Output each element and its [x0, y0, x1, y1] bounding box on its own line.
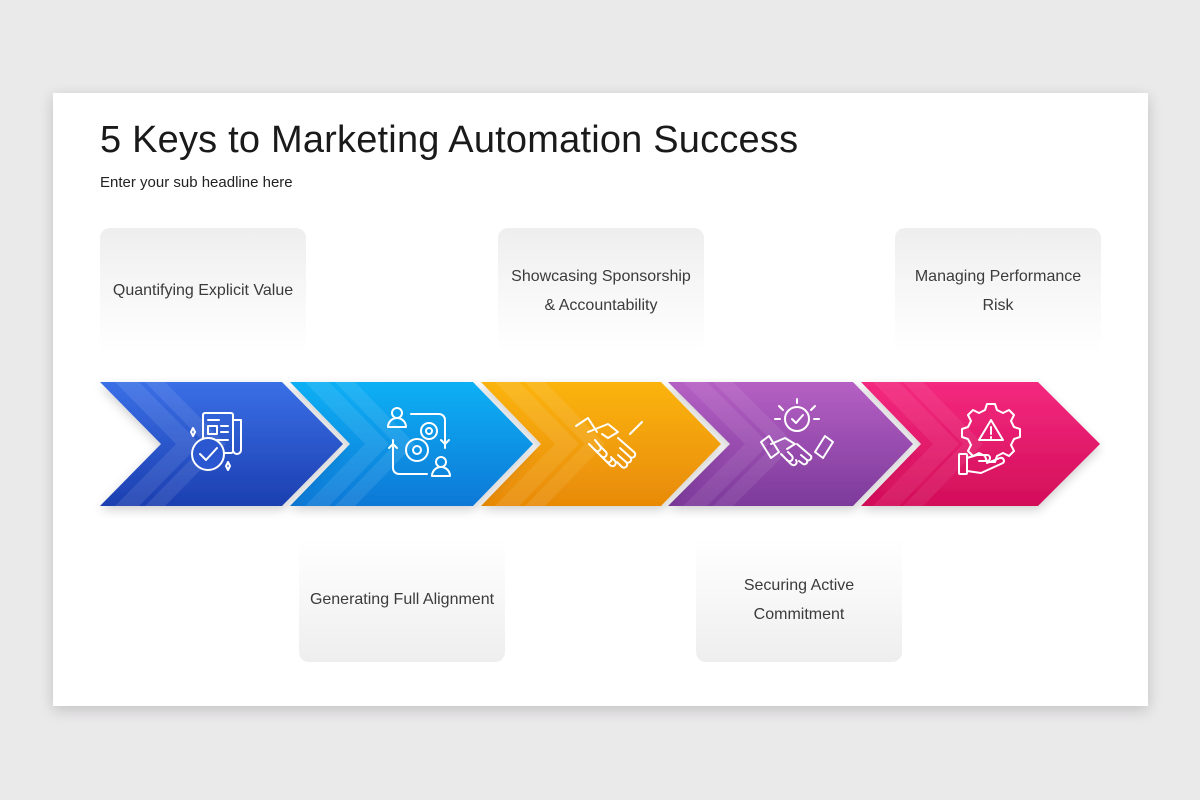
process-arrow [100, 382, 1100, 506]
slide-title: 5 Keys to Marketing Automation Success [100, 119, 799, 161]
slide-subtitle: Enter your sub headline here [100, 174, 293, 191]
step-label-3: Showcasing Sponsorship & Accountability [511, 267, 691, 314]
chevron-step-3 [481, 382, 721, 506]
step-label-1: Quantifying Explicit Value [112, 282, 294, 299]
gear-warning-hand-icon [958, 403, 1021, 475]
step-card-1: Quantifying Explicit Value [100, 228, 306, 353]
chevron-step-4 [668, 382, 913, 506]
chevron-step-5 [861, 382, 1100, 506]
chevron-step-2 [290, 382, 533, 506]
slide: 5 Keys to Marketing Automation Success E… [53, 93, 1148, 706]
document-checkmark-icon [190, 412, 242, 471]
team-gears-icon [387, 407, 451, 477]
step-card-3: Showcasing Sponsorship & Accountability [498, 228, 704, 353]
step-card-4: Securing Active Commitment [696, 537, 902, 662]
step-label-4: Securing Active Commitment [743, 576, 855, 623]
step-label-2: Generating Full Alignment [309, 591, 495, 608]
step-card-5: Managing Performance Risk [895, 228, 1101, 353]
step-card-2: Generating Full Alignment [299, 537, 505, 662]
step-label-5: Managing Performance Risk [914, 267, 1082, 314]
handshake-icon [575, 417, 643, 469]
handshake-badge-icon [760, 398, 834, 467]
